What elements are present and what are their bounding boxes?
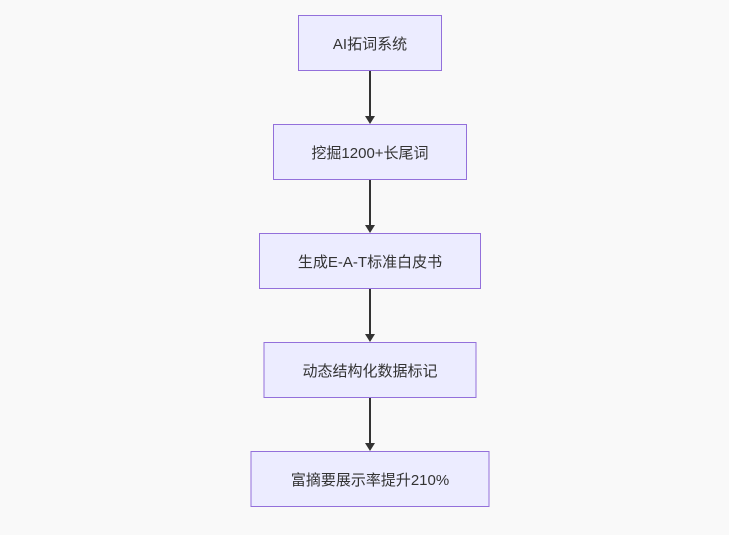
flow-node-eat-whitepaper: 生成E-A-T标准白皮书 [259,233,481,289]
flow-node-rich-snippet-result: 富摘要展示率提升210% [250,451,490,507]
flow-node-longtail-mining: 挖掘1200+长尾词 [273,124,467,180]
arrowhead-down-icon [365,334,375,342]
flow-arrow-down [364,398,376,451]
flow-node-structured-data-markup: 动态结构化数据标记 [263,342,477,398]
flow-arrow-down [364,289,376,342]
arrow-line [369,289,371,334]
arrowhead-down-icon [365,443,375,451]
arrow-line [369,180,371,225]
flow-node-label: AI拓词系统 [332,35,408,53]
arrow-line [369,398,371,443]
flow-arrow-down [364,71,376,124]
arrowhead-down-icon [365,225,375,233]
flow-node-label: 富摘要展示率提升210% [290,471,450,489]
flow-arrow-down [364,180,376,233]
flow-node-label: 生成E-A-T标准白皮书 [297,253,443,271]
arrowhead-down-icon [365,116,375,124]
flow-node-label: 动态结构化数据标记 [302,362,438,380]
arrow-line [369,71,371,116]
flow-node-ai-keyword-system: AI拓词系统 [298,15,442,71]
flow-node-label: 挖掘1200+长尾词 [311,144,429,162]
